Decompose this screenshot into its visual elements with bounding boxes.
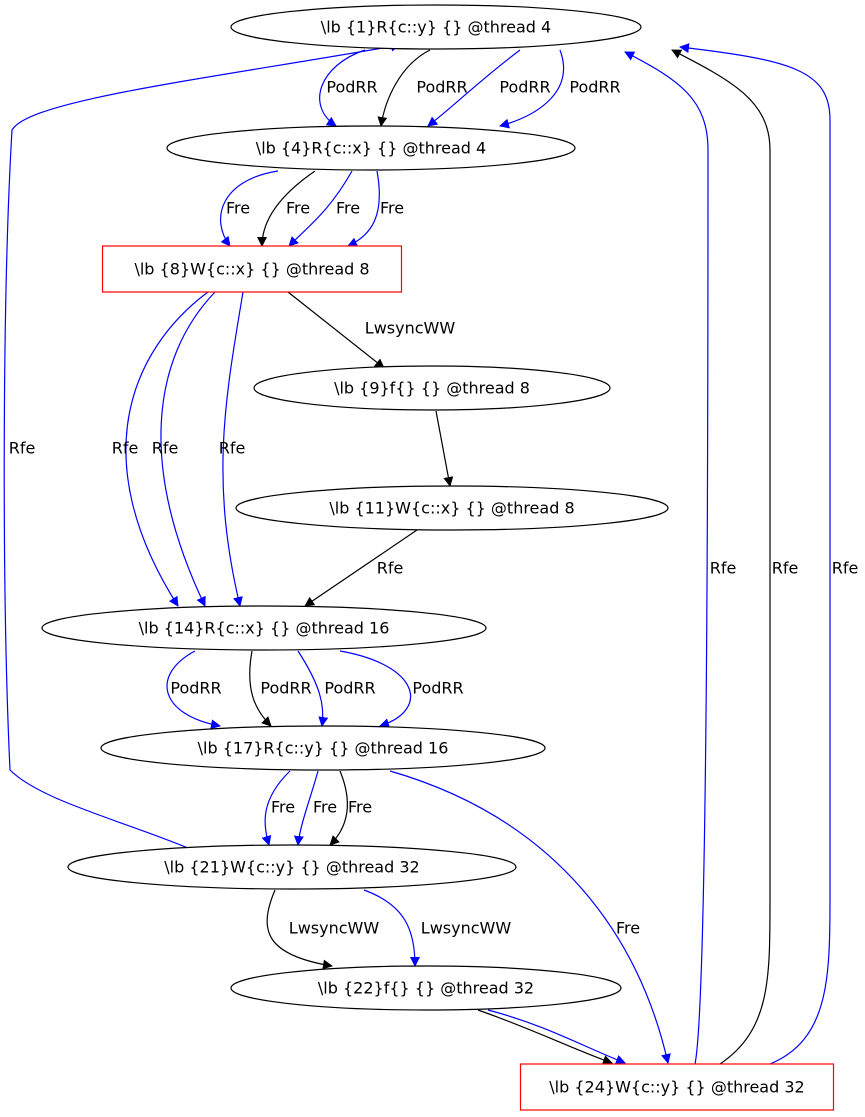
node-ellipse (235, 485, 669, 531)
edge-label: PodRR (416, 78, 467, 97)
edge-n1-n4 (377, 49, 431, 127)
edge-label: Fre (380, 199, 404, 218)
edge-label: Fre (286, 199, 310, 218)
node-ellipse (100, 725, 546, 771)
edge-n21-n22 (266, 889, 333, 970)
node-n11: \lb {11}W{c::x} {} @thread 8 (235, 485, 669, 531)
edge-label: Rfe (377, 559, 404, 578)
node-ellipse (230, 965, 622, 1011)
edge-n4-n8 (257, 170, 316, 247)
edge-label: LwsyncWW (365, 319, 456, 338)
node-label: \lb {21}W{c::y} {} @thread 32 (164, 858, 419, 877)
edge-n1-n4 (427, 49, 521, 127)
edge-n22-n24 (477, 1009, 613, 1065)
edge-label: PodRR (326, 78, 377, 97)
edge-label: Rfe (9, 439, 36, 458)
node-label: \lb {11}W{c::x} {} @thread 8 (329, 499, 574, 518)
node-label: \lb {8}W{c::x} {} @thread 8 (134, 260, 369, 279)
edge-n24-n1 (671, 49, 771, 1065)
edge-label: PodRR (569, 78, 620, 97)
edge-n22-n24 (487, 1009, 626, 1065)
edge-label: PodRR (412, 679, 463, 698)
node-label: \lb {24}W{c::y} {} @thread 32 (549, 1078, 804, 1097)
node-ellipse (166, 125, 576, 171)
node-ellipse (67, 844, 517, 890)
edge-n24-n1 (679, 43, 831, 1065)
node-label: \lb {1}R{c::y} {} @thread 4 (321, 18, 551, 37)
edge-n8-n9 (287, 291, 385, 369)
node-box (519, 1063, 835, 1111)
node-ellipse (253, 365, 611, 411)
edge-label: Fre (336, 199, 360, 218)
edge-label: LwsyncWW (421, 919, 512, 938)
edge-label: PodRR (170, 679, 221, 698)
node-label: \lb {14}R{c::x} {} @thread 16 (139, 619, 390, 638)
edge-n8-n14 (125, 291, 209, 607)
edge-n21-n22 (363, 889, 420, 967)
edge-label: LwsyncWW (289, 919, 380, 938)
edge-label: Rfe (832, 559, 859, 578)
edge-label: Rfe (219, 439, 246, 458)
edge-label: Fre (313, 798, 337, 817)
node-box (101, 245, 403, 293)
node-label: \lb {22}f{} {} @thread 32 (318, 979, 534, 998)
node-n4: \lb {4}R{c::x} {} @thread 4 (166, 125, 576, 171)
edge-label: PodRR (499, 78, 550, 97)
edge-label: Fre (616, 919, 640, 938)
edge-label: Rfe (152, 439, 179, 458)
edge-label: Rfe (112, 439, 139, 458)
node-n1: \lb {1}R{c::y} {} @thread 4 (230, 4, 642, 50)
edge-n1-n4 (499, 49, 565, 129)
node-label: \lb {17}R{c::y} {} @thread 16 (198, 739, 449, 758)
node-n22: \lb {22}f{} {} @thread 32 (230, 965, 622, 1011)
edge-label: Fre (226, 199, 250, 218)
node-n24: \lb {24}W{c::y} {} @thread 32 (519, 1063, 835, 1111)
edge-n14-n17 (166, 650, 221, 730)
edge-n17-n21 (293, 770, 319, 846)
edge-label: Fre (348, 798, 372, 817)
node-n8: \lb {8}W{c::x} {} @thread 8 (101, 245, 403, 293)
edge-n14-n17 (297, 650, 329, 727)
edge-n4-n8 (288, 170, 353, 247)
edge-n4-n8 (347, 170, 380, 247)
edge-n14-n17 (339, 650, 412, 729)
edge-n17-n24 (389, 770, 671, 1064)
edge-n11-n14 (304, 529, 418, 607)
node-ellipse (41, 605, 487, 651)
edge-n8-n14 (160, 291, 216, 607)
node-label: \lb {4}R{c::x} {} @thread 4 (256, 139, 486, 158)
edge-label: Fre (271, 798, 295, 817)
edge-n8-n14 (222, 291, 244, 607)
edge-n17-n21 (261, 770, 291, 846)
edge-n9-n11 (435, 410, 454, 487)
nodes-layer: \lb {1}R{c::y} {} @thread 4\lb {4}R{c::x… (41, 4, 835, 1111)
node-n9: \lb {9}f{} {} @thread 8 (253, 365, 611, 411)
edge-n1-n4 (319, 49, 366, 127)
node-n17: \lb {17}R{c::y} {} @thread 16 (100, 725, 546, 771)
edge-n4-n8 (220, 170, 279, 247)
node-n21: \lb {21}W{c::y} {} @thread 32 (67, 844, 517, 890)
edge-n14-n17 (249, 650, 272, 727)
edge-label: Rfe (772, 559, 799, 578)
edge-label: PodRR (324, 679, 375, 698)
edge-label: PodRR (260, 679, 311, 698)
node-label: \lb {9}f{} {} @thread 8 (334, 379, 530, 398)
node-n14: \lb {14}R{c::x} {} @thread 16 (41, 605, 487, 651)
edge-n24-n1 (624, 51, 709, 1065)
node-ellipse (230, 4, 642, 50)
edge-n17-n21 (329, 770, 349, 846)
edge-n21-n1 (3, 41, 401, 849)
edge-label: Rfe (710, 559, 737, 578)
